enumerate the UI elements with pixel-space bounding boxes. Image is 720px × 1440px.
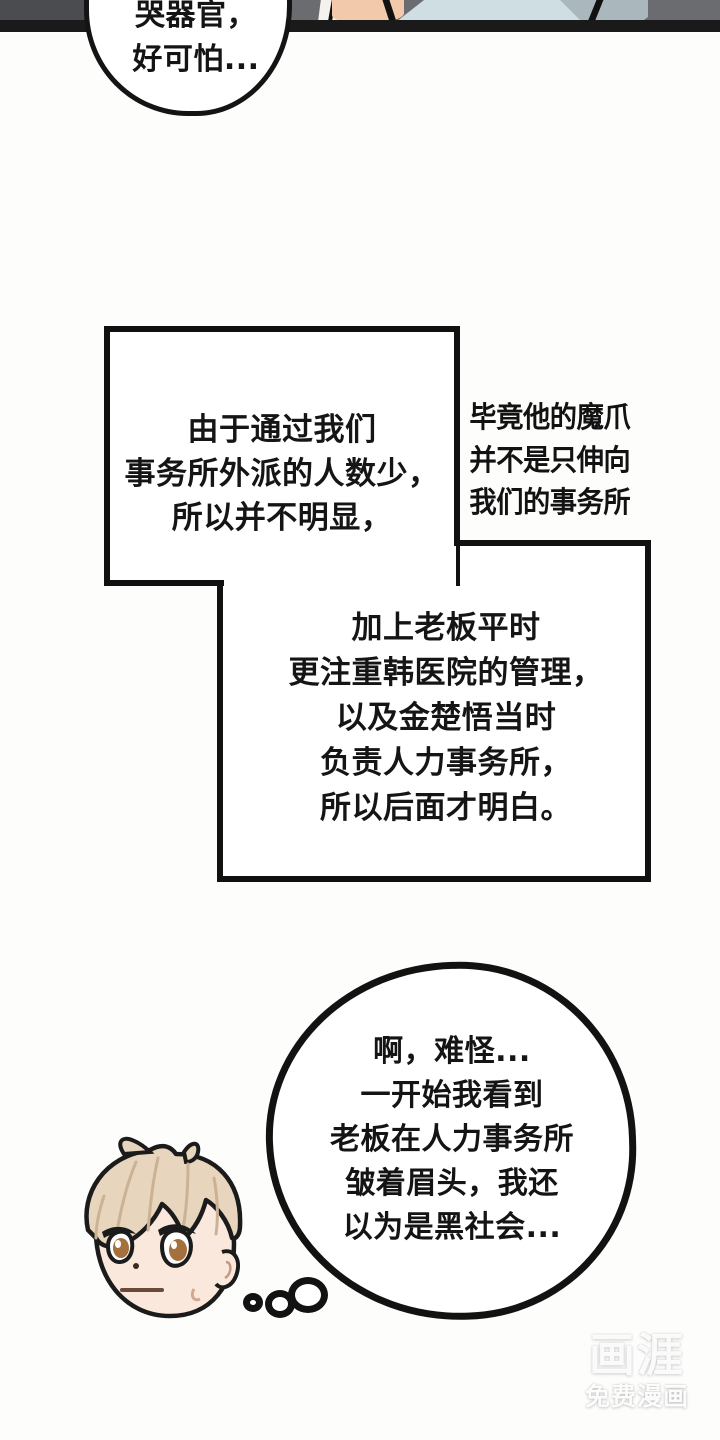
character-hair-spike-right [181,1141,201,1165]
character-eye-highlight-right [171,1241,177,1249]
character-chin-detail [190,1288,201,1302]
character-hair-strand-4 [212,1176,219,1236]
watermark: 画涯 免费漫画 [566,1332,708,1409]
thought-bubble-text: 啊，难怪... 一开始我看到 老板在人力事务所 皱着眉头，我还 以为是黑社会..… [330,1034,574,1246]
narration-text-upper: 由于通过我们 事务所外派的人数少， 所以并不明显， [124,412,440,537]
character-eye-highlight-left [115,1240,121,1248]
narration-box-overlap-mask [224,546,456,592]
watermark-logo: 画涯 [589,1328,685,1382]
narration-box-upper [104,326,460,586]
character-hair-spike-left [118,1136,155,1157]
character-hair-strand-5 [94,1194,106,1240]
thought-bubble-tail-medium [265,1290,295,1318]
character-ear [214,1249,241,1290]
character-nose [133,1263,139,1269]
previous-panel-character-clothing [396,0,596,22]
character-brow-left [102,1226,136,1238]
character-hair-strand-2 [146,1156,160,1232]
watermark-subtitle: 免费漫画 [584,1382,689,1411]
speech-bubble-top-text: 哭器官， 好可怕... [132,0,260,77]
previous-panel-clothing-shadow [560,0,670,22]
character-iris-left [113,1238,129,1258]
character-chibi-boy [66,1134,274,1334]
character-brow-right [158,1224,196,1236]
narration-text-lower: 加上老板平时 更注重韩医院的管理， 以及金楚悟当时 负责人力事务所， 所以后面才… [288,610,604,826]
character-ear-inner [224,1260,232,1280]
thought-bubble-tail-small [243,1293,263,1312]
narration-text-floating: 毕竟他的魔爪 并不是只伸向 我们的事务所 [469,400,631,520]
previous-panel-background-right [648,0,720,22]
character-iris-right [169,1239,187,1261]
